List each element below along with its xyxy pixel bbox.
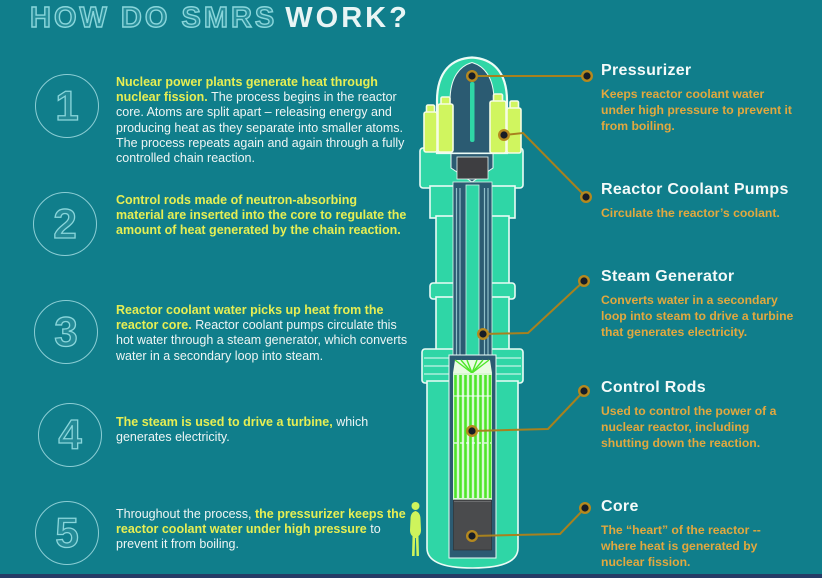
callout-reactor-coolant-pumps-desc: Circulate the reactor’s coolant. — [601, 206, 780, 220]
step-4-text: The steam is used to drive a turbine, wh… — [116, 415, 408, 445]
callout-pressurizer-desc: Keeps reactor coolant water under high p… — [601, 87, 792, 133]
callout-core: Core The “heart” of the reactor -- where… — [601, 498, 807, 570]
rod-fan-lines — [454, 359, 490, 374]
callout-reactor-coolant-pumps: Reactor Coolant Pumps Circulate the reac… — [601, 181, 807, 221]
text-segment: Throughout the process, — [116, 507, 255, 521]
step-5-text: Throughout the process, the pressurizer … — [116, 507, 408, 553]
human-figure-icon — [410, 502, 421, 556]
text-segment: to prevent it from boiling. — [116, 522, 381, 552]
rod-fan-top — [453, 360, 492, 373]
step-1-number: 1 — [55, 82, 80, 129]
step-3-number-circle: 3 — [34, 300, 98, 364]
callout-steam-generator-desc: Converts water in a secondary loop into … — [601, 293, 794, 339]
text-segment: Reactor coolant water picks up heat from… — [116, 303, 384, 333]
callout-reactor-coolant-pumps-title: Reactor Coolant Pumps — [601, 181, 789, 198]
text-segment: Nuclear power plants generate heat throu… — [116, 75, 378, 105]
upper-internals — [456, 156, 489, 180]
central-riser-tube — [465, 184, 480, 369]
step-3-text: Reactor coolant water picks up heat from… — [116, 303, 408, 364]
step-3-number: 3 — [54, 308, 79, 355]
text-segment: which generates electricity. — [116, 415, 369, 445]
callout-core-desc: The “heart” of the reactor -- where heat… — [601, 523, 761, 569]
smr-reactor-diagram — [410, 56, 524, 569]
callout-pressurizer: Pressurizer Keeps reactor coolant water … — [601, 62, 807, 134]
callout-steam-generator: Steam Generator Converts water in a seco… — [601, 268, 807, 340]
coolant-pumps-left-icon — [423, 96, 454, 153]
text-segment: the pressurizer keeps the reactor coolan… — [116, 507, 406, 537]
core-block — [453, 499, 492, 551]
step-5-number: 5 — [55, 509, 80, 556]
bottom-edge-bar — [0, 574, 822, 578]
text-segment: The steam is used to drive a turbine, — [116, 415, 333, 429]
callout-pressurizer-title: Pressurizer — [601, 62, 692, 79]
title-outline-text: HOW DO SMRS — [29, 1, 278, 34]
coolant-pumps-right-icon — [489, 93, 522, 154]
callout-steam-generator-title: Steam Generator — [601, 268, 735, 285]
pressurizer-rod — [470, 82, 475, 142]
step-4-number: 4 — [58, 411, 83, 458]
text-segment: The process begins in the reactor core. … — [116, 90, 405, 166]
step-2-number: 2 — [53, 200, 78, 247]
step-2-number-circle: 2 — [33, 192, 97, 256]
callout-control-rods-title: Control Rods — [601, 379, 706, 396]
step-1-number-circle: 1 — [35, 74, 99, 138]
step-1-text: Nuclear power plants generate heat throu… — [116, 75, 408, 166]
step-2-text: Control rods made of neutron-absorbing m… — [116, 193, 408, 239]
callout-control-rods-desc: Used to control the power of a nuclear r… — [601, 404, 777, 450]
callout-control-rods: Control Rods Used to control the power o… — [601, 379, 807, 451]
step-5-number-circle: 5 — [35, 501, 99, 565]
step-4-number-circle: 4 — [38, 403, 102, 467]
text-segment: Control rods made of neutron-absorbing m… — [116, 193, 407, 238]
text-segment: Reactor coolant pumps circulate this hot… — [116, 318, 408, 363]
title-solid-text: WORK? — [285, 2, 410, 34]
callout-core-title: Core — [601, 498, 639, 515]
